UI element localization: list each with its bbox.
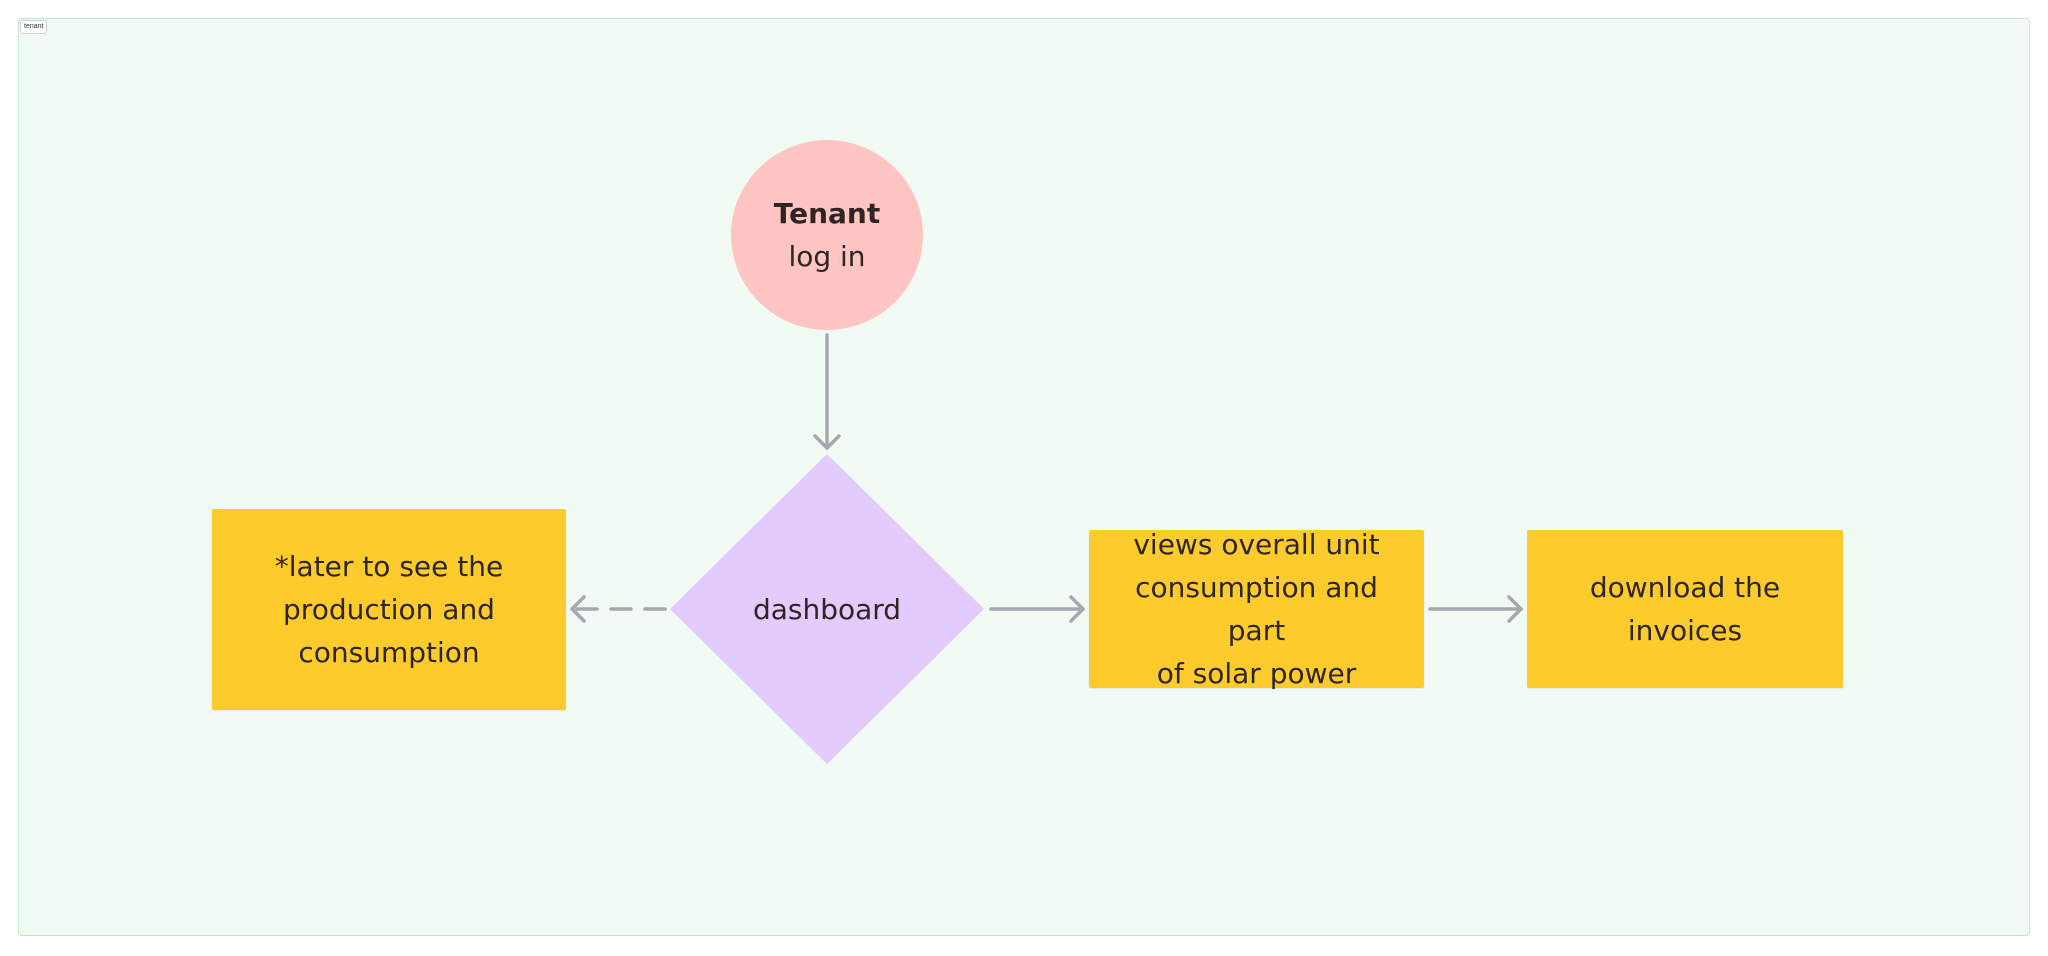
diagram-frame xyxy=(18,18,2030,936)
node-tenant-login[interactable]: Tenant log in xyxy=(731,140,923,330)
node-download-line-2: invoices xyxy=(1627,614,1743,647)
node-views-consumption[interactable]: views overall unit consumption and part … xyxy=(1089,528,1424,690)
node-views-line-1: views overall unit xyxy=(1133,528,1380,561)
node-later-line-1: *later to see the xyxy=(274,550,504,583)
node-views-line-3: of solar power xyxy=(1156,657,1357,690)
node-download-line-1: download the xyxy=(1589,571,1781,604)
node-tenant-login-subtitle: log in xyxy=(788,240,866,273)
diamond-shape xyxy=(670,454,984,764)
node-later-line-3: consumption xyxy=(298,636,480,669)
node-views-line-2: consumption and part xyxy=(1135,571,1378,647)
node-download-invoices[interactable]: download the invoices xyxy=(1527,530,1843,688)
node-dashboard[interactable]: dashboard xyxy=(670,454,984,764)
node-dashboard-label: dashboard xyxy=(752,592,902,626)
node-tenant-login-title: Tenant xyxy=(773,197,881,230)
frame-label: tenant xyxy=(20,20,48,34)
node-later-line-2: production and xyxy=(283,593,495,626)
node-later-production[interactable]: *later to see the production and consump… xyxy=(212,509,566,710)
